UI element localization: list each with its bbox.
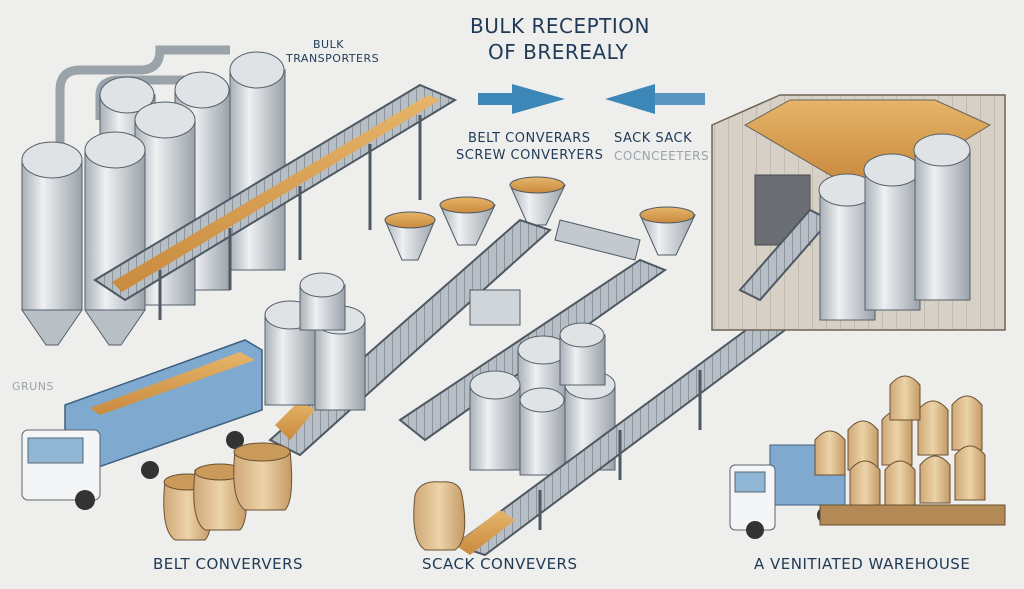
title-line-2: OF BREREALY xyxy=(488,40,629,64)
hopper xyxy=(509,176,566,226)
sack-pile-right xyxy=(814,375,1006,526)
arrow-left-icon xyxy=(605,84,705,114)
title-line-1: BULK RECEPTION xyxy=(470,14,650,38)
label-bulk: BULK xyxy=(313,38,344,51)
label-warehouse: A VENITIATED WAREHOUSE xyxy=(754,555,971,573)
hopper xyxy=(439,196,496,246)
sacks-center xyxy=(413,481,466,551)
belt-conveyor-upper xyxy=(93,83,458,320)
hopper xyxy=(639,206,696,256)
silo xyxy=(21,141,83,346)
warehouse-silo xyxy=(913,133,971,301)
warehouse xyxy=(711,94,1006,331)
warehouse-silo xyxy=(863,153,921,311)
silo xyxy=(229,51,286,271)
label-screw-conveyors: SCREW CONVERYERS xyxy=(456,148,604,163)
arrow-right-icon xyxy=(478,84,565,114)
sacks-left xyxy=(163,442,293,541)
label-transporters: TRANSPORTERS xyxy=(286,52,380,65)
silo xyxy=(84,131,146,346)
bulk-truck xyxy=(21,339,263,510)
label-sack-conveyors-top: COCNCEETERS xyxy=(614,149,710,163)
label-sack-top: SACK SACK xyxy=(614,131,693,146)
label-grains: GRUNS xyxy=(12,380,54,393)
hopper xyxy=(384,211,436,261)
label-belt-conveyors-top: BELT CONVERARS xyxy=(468,131,591,146)
label-sack-conveyors-bottom: SCACK CONVEVERS xyxy=(422,555,578,573)
label-belt-conveyors-bottom: BELT CONVERVERS xyxy=(153,555,304,573)
